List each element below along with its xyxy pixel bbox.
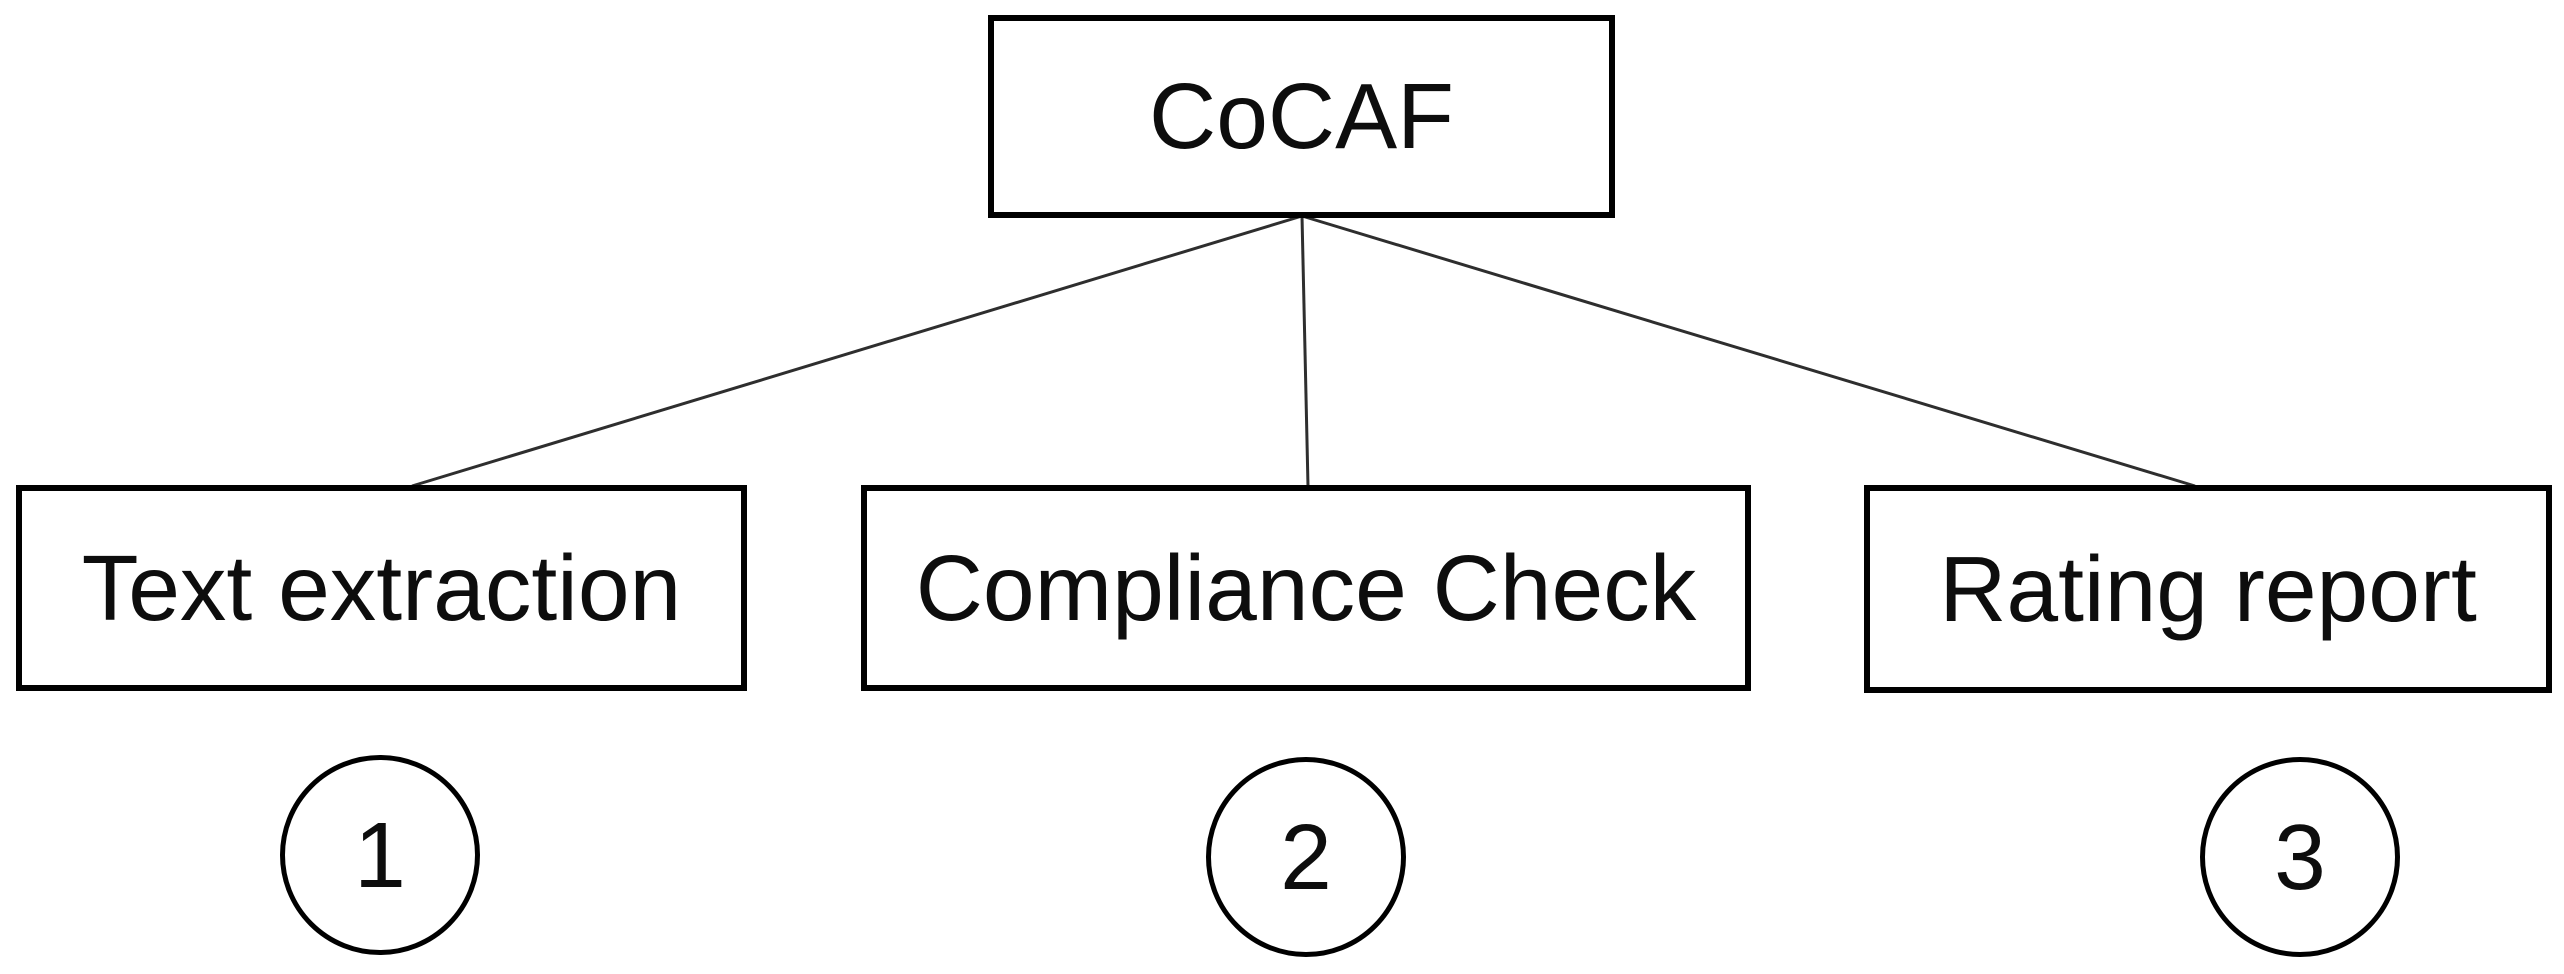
node-compliance-check-label: Compliance Check: [915, 535, 1697, 640]
node-text-extraction-label: Text extraction: [81, 535, 682, 640]
connector-root-to-compliance-check: [1300, 215, 1310, 487]
step-badge-3: 3: [2200, 757, 2400, 957]
connector-root-to-text-extraction: [411, 214, 1303, 488]
node-text-extraction: Text extraction: [16, 485, 747, 691]
node-rating-report-label: Rating report: [1939, 536, 2477, 641]
step-badge-1-number: 1: [354, 802, 406, 907]
connector-root-to-rating-report: [1301, 214, 2196, 488]
step-badge-2: 2: [1206, 757, 1406, 957]
node-root-label: CoCAF: [1149, 64, 1454, 168]
step-badge-1: 1: [280, 755, 480, 955]
node-rating-report: Rating report: [1864, 485, 2552, 693]
node-root-cocaf: CoCAF: [988, 15, 1615, 218]
step-badge-2-number: 2: [1280, 804, 1332, 909]
step-badge-3-number: 3: [2274, 804, 2326, 909]
node-compliance-check: Compliance Check: [861, 485, 1751, 691]
